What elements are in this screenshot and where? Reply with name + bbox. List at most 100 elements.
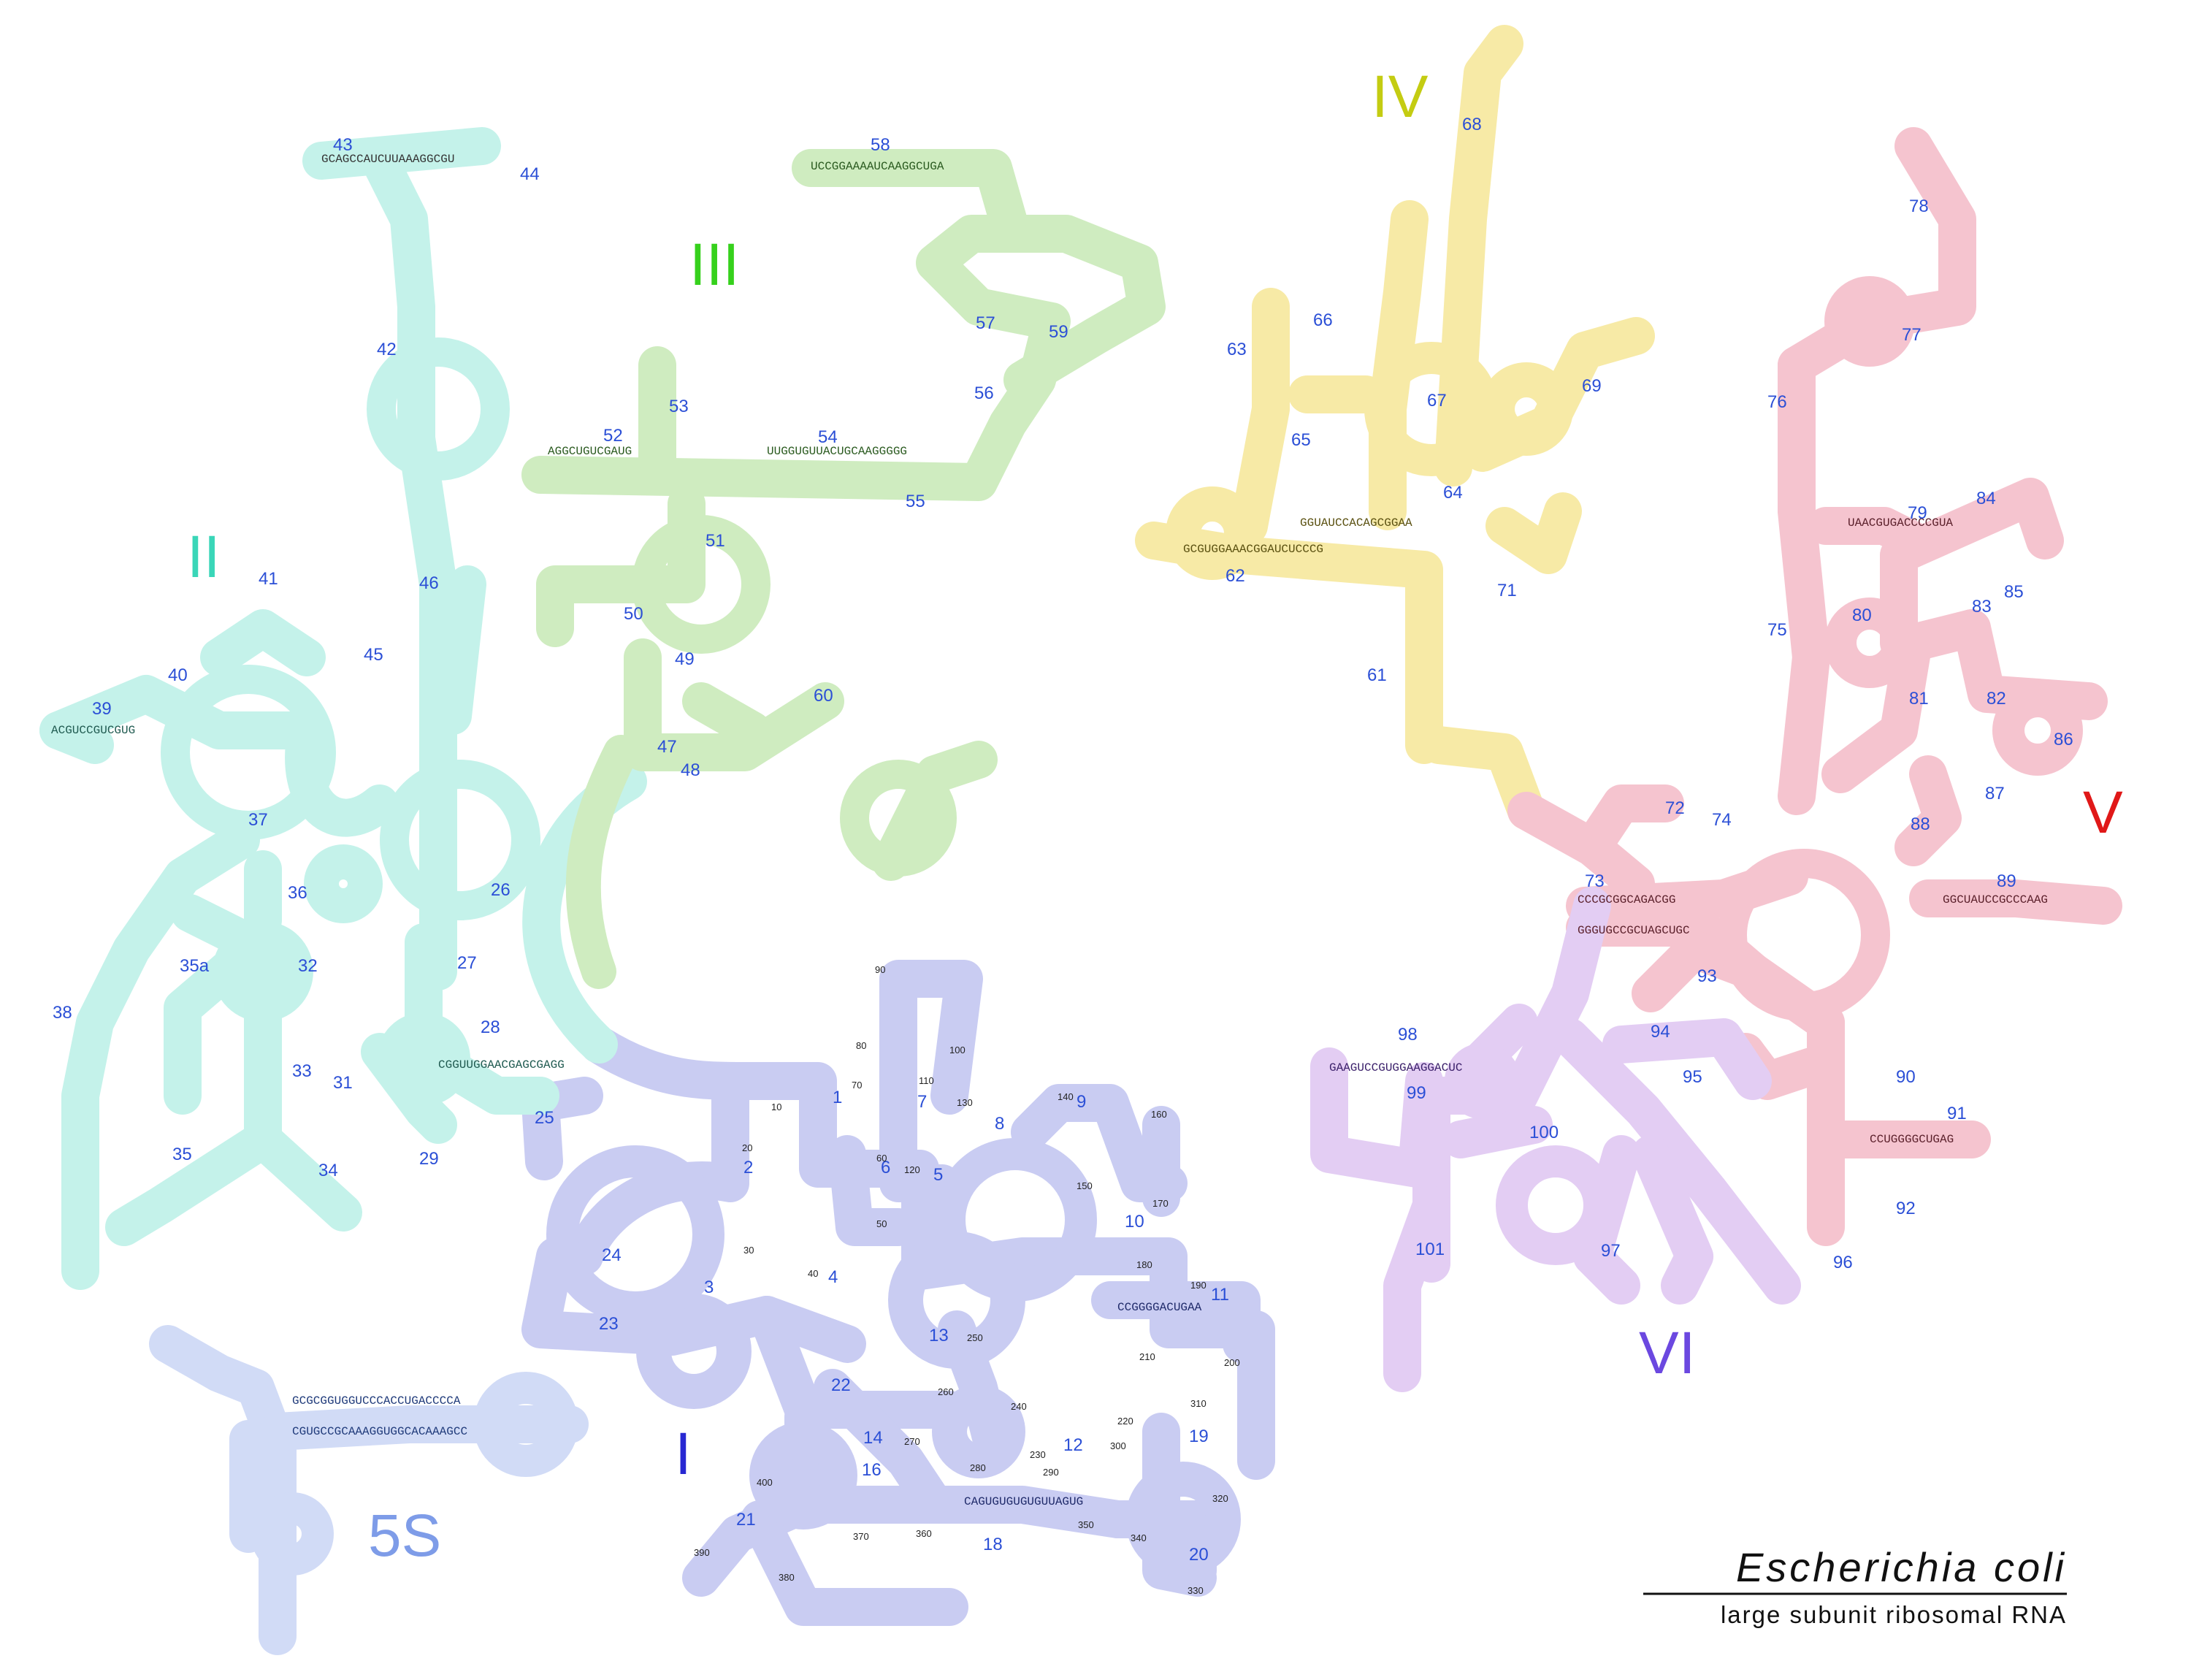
position-number: 200 — [1224, 1357, 1240, 1368]
sequence-5S-strand-b: CGUGCCGCAAAGGUGGCACAAAGCC — [292, 1425, 467, 1438]
position-number: 180 — [1136, 1259, 1152, 1270]
helix-number: 45 — [364, 645, 383, 665]
position-number: 130 — [957, 1097, 973, 1108]
position-number: 190 — [1190, 1280, 1207, 1291]
position-number: 340 — [1131, 1532, 1147, 1543]
domain-I-region — [521, 960, 1275, 1626]
helix-number: 16 — [862, 1460, 882, 1480]
organism-title: Escherichia coli — [1736, 1544, 2067, 1590]
position-number: 310 — [1190, 1398, 1207, 1409]
position-number: 210 — [1139, 1351, 1155, 1362]
position-number: 350 — [1078, 1519, 1094, 1530]
helix-number: 21 — [736, 1510, 756, 1530]
position-number: 300 — [1110, 1440, 1126, 1451]
helix-number: 6 — [881, 1158, 890, 1177]
helix-number: 99 — [1407, 1083, 1426, 1103]
helix-number: 25 — [535, 1108, 554, 1128]
position-number: 150 — [1077, 1180, 1093, 1191]
helix-number: 5 — [933, 1165, 943, 1185]
helix-number: 89 — [1997, 871, 2016, 891]
helix-number: 7 — [917, 1092, 927, 1112]
position-number: 400 — [757, 1477, 773, 1488]
helix-number: 43 — [333, 135, 353, 155]
helix-number: 50 — [624, 604, 643, 624]
helix-number: 80 — [1852, 606, 1872, 625]
position-number: 320 — [1212, 1493, 1228, 1504]
sequence-helix-73: CCCGCGGCAGACGG — [1578, 893, 1675, 906]
helix-number: 23 — [599, 1314, 619, 1334]
helix-number: 63 — [1227, 340, 1247, 359]
helix-number: 93 — [1697, 966, 1717, 986]
position-number: 70 — [852, 1080, 862, 1091]
helix-number: 20 — [1189, 1545, 1209, 1565]
position-number: 30 — [743, 1245, 754, 1256]
position-number: 380 — [779, 1572, 795, 1583]
helix-number: 84 — [1976, 489, 1996, 508]
sequence-helix-11: CCGGGGACUGAA — [1117, 1301, 1202, 1314]
helix-number: 100 — [1529, 1123, 1559, 1142]
helix-number: 27 — [457, 953, 477, 973]
domain-label-IV: IV — [1372, 64, 1429, 130]
helix-number: 10 — [1125, 1212, 1144, 1232]
helix-number: 54 — [818, 427, 838, 447]
position-number: 360 — [916, 1528, 932, 1539]
helix-number: 95 — [1683, 1067, 1702, 1087]
domain-label-V: V — [2083, 779, 2123, 846]
molecule-subtitle: large subunit ribosomal RNA — [1721, 1601, 2067, 1628]
helix-number: 71 — [1497, 581, 1517, 600]
helix-number: 37 — [248, 810, 268, 830]
helix-number: 101 — [1415, 1240, 1445, 1259]
helix-number: 11 — [1211, 1285, 1229, 1305]
helix-number: 33 — [292, 1061, 312, 1081]
helix-number: 2 — [743, 1158, 753, 1177]
position-number: 90 — [875, 964, 885, 975]
sequence-helix-28: CGGUUGGAACGAGCGAGG — [438, 1058, 565, 1072]
sequence-helix-39: ACGUCCGUCGUG — [51, 724, 135, 737]
helix-number: 60 — [814, 686, 833, 706]
domain-label-II: II — [187, 524, 221, 590]
position-number: 170 — [1152, 1198, 1169, 1209]
helix-number: 49 — [675, 649, 695, 669]
helix-number: 74 — [1712, 810, 1732, 830]
domain-V-region — [1507, 127, 2122, 1246]
helix-number: 52 — [603, 426, 623, 446]
sequence-helix-91: CCUGGGGCUGAG — [1870, 1133, 1954, 1146]
helix-number: 31 — [333, 1073, 353, 1093]
helix-number: 86 — [2054, 730, 2073, 749]
helix-number: 96 — [1833, 1253, 1853, 1272]
helix-number: 32 — [298, 956, 318, 976]
helix-number: 4 — [828, 1267, 838, 1287]
helix-number: 67 — [1427, 391, 1447, 411]
helix-number: 1 — [833, 1088, 842, 1107]
position-number: 330 — [1188, 1585, 1204, 1596]
position-number: 220 — [1117, 1416, 1133, 1427]
sequence-helix-64: GGUAUCCACAGCGGAA — [1300, 516, 1412, 530]
helix-number: 92 — [1896, 1199, 1916, 1218]
helix-number: 40 — [168, 665, 188, 685]
helix-number: 41 — [259, 569, 278, 589]
domain-5S-region — [149, 1325, 589, 1655]
helix-number: 19 — [1189, 1427, 1209, 1446]
helix-number: 12 — [1063, 1435, 1083, 1455]
position-number: 60 — [876, 1153, 887, 1164]
helix-number: 59 — [1049, 322, 1068, 342]
sequence-helix-73b: GGGUGCCGCUAGCUGC — [1578, 924, 1690, 937]
sequence-helix-89: GGCUAUCCGCCCAAG — [1943, 893, 2048, 906]
position-number: 280 — [970, 1462, 986, 1473]
sequence-helix-58: UCCGGAAAAUCAAGGCUGA — [811, 160, 944, 173]
helix-number: 3 — [704, 1278, 714, 1297]
helix-number: 35a — [180, 956, 210, 976]
helix-number: 18 — [983, 1535, 1003, 1554]
helix-number: 87 — [1985, 784, 2005, 803]
helix-number: 36 — [288, 883, 307, 903]
helix-number: 75 — [1767, 620, 1787, 640]
helix-number: 35 — [172, 1145, 192, 1164]
helix-number: 91 — [1947, 1104, 1967, 1123]
helix-number: 48 — [681, 760, 700, 780]
helix-number: 8 — [995, 1114, 1004, 1134]
sequence-helix-18: CAGUGUGUGUGUUAGUG — [964, 1495, 1083, 1508]
domain-label-VI: VI — [1639, 1320, 1695, 1386]
position-number: 260 — [938, 1386, 954, 1397]
helix-number: 56 — [974, 383, 994, 403]
